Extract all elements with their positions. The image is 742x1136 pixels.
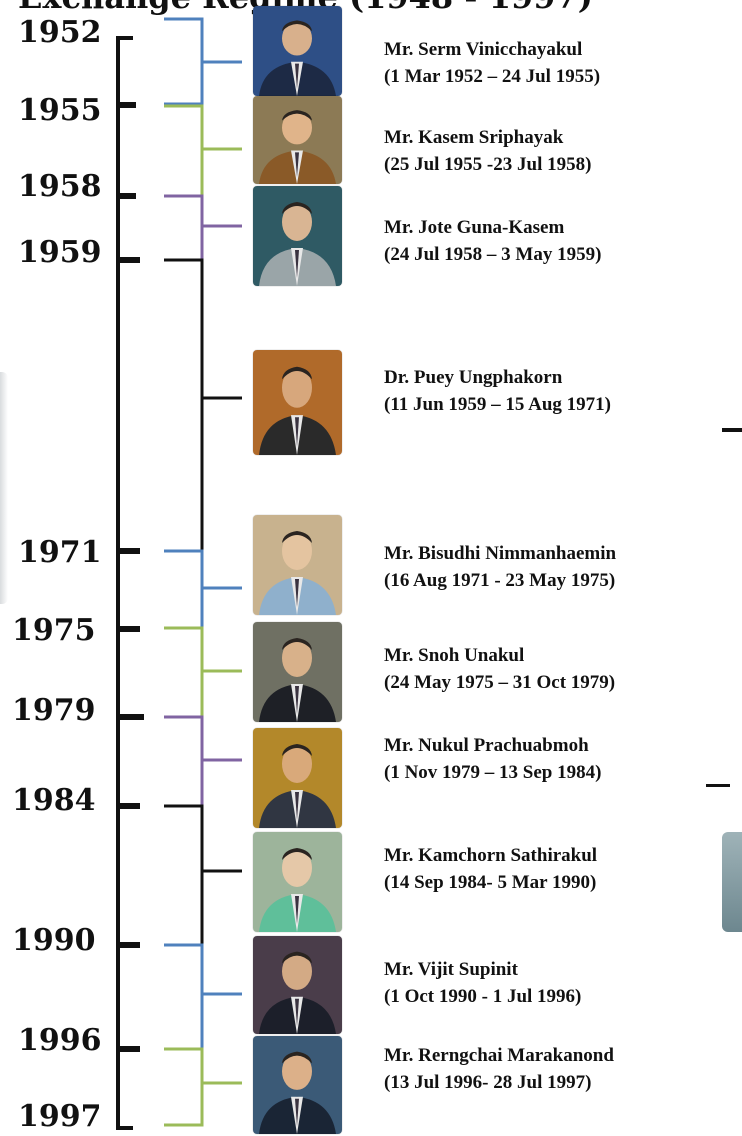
governor-portrait bbox=[253, 515, 342, 615]
governor-name: Mr. Kamchorn Sathirakul bbox=[384, 845, 598, 866]
right-edge-photo bbox=[722, 832, 742, 932]
governor-term: (24 Jul 1958 – 3 May 1959) bbox=[384, 244, 602, 265]
governor-portrait bbox=[253, 936, 342, 1034]
governor-name: Mr. Jote Guna-Kasem bbox=[384, 217, 565, 238]
governor-entry: Mr. Kamchorn Sathirakul (14 Sep 1984- 5 … bbox=[384, 842, 597, 896]
governor-portrait bbox=[253, 96, 342, 184]
governor-portrait bbox=[253, 832, 342, 932]
governor-entry: Mr. Nukul Prachuabmoh (1 Nov 1979 – 13 S… bbox=[384, 732, 601, 786]
governor-term: (16 Aug 1971 - 23 May 1975) bbox=[384, 570, 616, 591]
year-label: 1996 bbox=[18, 1023, 102, 1058]
year-label: 1971 bbox=[18, 535, 102, 570]
governor-name: Mr. Rerngchai Marakanond bbox=[384, 1045, 614, 1066]
governor-name: Dr. Puey Ungphakorn bbox=[384, 367, 563, 388]
governor-term: (13 Jul 1996- 28 Jul 1997) bbox=[384, 1072, 592, 1093]
year-label: 1990 bbox=[12, 923, 96, 958]
governor-term: (1 Oct 1990 - 1 Jul 1996) bbox=[384, 986, 582, 1007]
governor-term: (14 Sep 1984- 5 Mar 1990) bbox=[384, 872, 597, 893]
governor-entry: Mr. Kasem Sriphayak (25 Jul 1955 -23 Jul… bbox=[384, 124, 591, 178]
governor-name: Mr. Nukul Prachuabmoh bbox=[384, 735, 589, 756]
year-label: 1997 bbox=[18, 1099, 102, 1134]
governor-name: Mr. Serm Vinicchayakul bbox=[384, 39, 583, 60]
year-label: 1955 bbox=[18, 93, 102, 128]
governor-portrait bbox=[253, 186, 342, 286]
year-label: 1984 bbox=[12, 783, 96, 818]
governor-entry: Mr. Bisudhi Nimmanhaemin (16 Aug 1971 - … bbox=[384, 540, 616, 594]
governor-term: (11 Jun 1959 – 15 Aug 1971) bbox=[384, 394, 611, 415]
governor-name: Mr. Kasem Sriphayak bbox=[384, 127, 564, 148]
governor-name: Mr. Bisudhi Nimmanhaemin bbox=[384, 543, 617, 564]
year-label: 1979 bbox=[12, 693, 96, 728]
governor-entry: Mr. Serm Vinicchayakul (1 Mar 1952 – 24 … bbox=[384, 36, 600, 90]
governor-entry: Mr. Rerngchai Marakanond (13 Jul 1996- 2… bbox=[384, 1042, 614, 1096]
year-label: 1952 bbox=[18, 15, 102, 50]
governor-term: (1 Mar 1952 – 24 Jul 1955) bbox=[384, 66, 601, 87]
left-edge-photo bbox=[0, 372, 8, 604]
governor-term: (1 Nov 1979 – 13 Sep 1984) bbox=[384, 762, 602, 783]
governor-portrait bbox=[253, 350, 342, 455]
year-label: 1958 bbox=[18, 169, 102, 204]
governor-entry: Dr. Puey Ungphakorn (11 Jun 1959 – 15 Au… bbox=[384, 364, 611, 418]
governor-portrait bbox=[253, 1036, 342, 1134]
governor-name: Mr. Snoh Unakul bbox=[384, 645, 525, 666]
governor-term: (25 Jul 1955 -23 Jul 1958) bbox=[384, 154, 592, 175]
governor-entry: Mr. Vijit Supinit (1 Oct 1990 - 1 Jul 19… bbox=[384, 956, 581, 1010]
governor-portrait bbox=[253, 728, 342, 828]
governor-entry: Mr. Snoh Unakul (24 May 1975 – 31 Oct 19… bbox=[384, 642, 615, 696]
main-axis bbox=[116, 36, 133, 1130]
year-label: 1975 bbox=[12, 613, 96, 648]
governor-name: Mr. Vijit Supinit bbox=[384, 959, 518, 980]
governor-portrait bbox=[253, 6, 342, 96]
governor-term: (24 May 1975 – 31 Oct 1979) bbox=[384, 672, 616, 693]
year-label: 1959 bbox=[18, 235, 102, 270]
governor-portrait bbox=[253, 622, 342, 722]
governor-entry: Mr. Jote Guna-Kasem (24 Jul 1958 – 3 May… bbox=[384, 214, 601, 268]
